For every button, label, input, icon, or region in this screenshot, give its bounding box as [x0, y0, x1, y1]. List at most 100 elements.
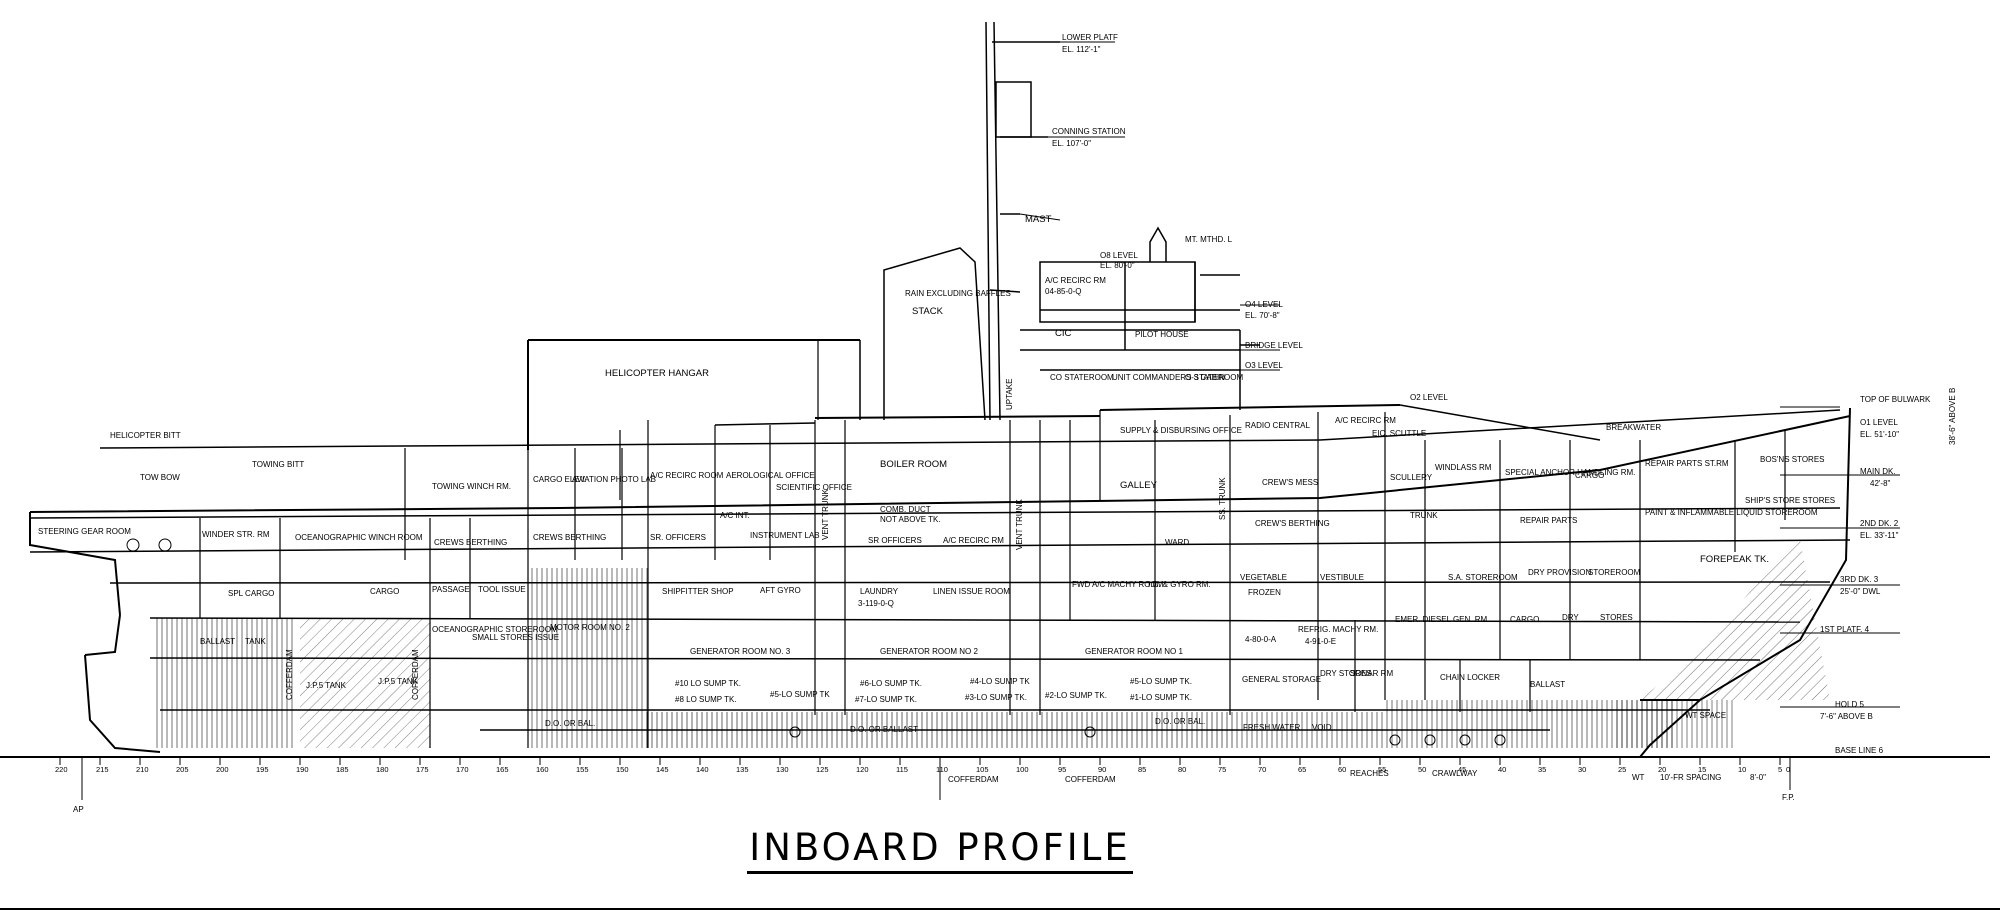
frame-number: 185 [336, 765, 349, 774]
label-scale-wt: WT [1632, 773, 1645, 782]
label-chain-locker: CHAIN LOCKER [1440, 673, 1500, 682]
label-aft-gyro: AFT GYRO [760, 586, 801, 595]
label-motor-room: MOTOR ROOM NO. 2 [550, 623, 630, 632]
label-refrig-machy: REFRIG. MACHY RM. [1298, 625, 1378, 634]
label-ac-recirc-rm: A/C RECIRC RM [1335, 416, 1396, 425]
label-ballast-aft: BALLAST [200, 637, 235, 646]
label-frozen-id: 4-80-0-A [1245, 635, 1277, 644]
label-dim-side: 38'-6" ABOVE B [1948, 388, 1957, 445]
label-linen-issue: LINEN ISSUE ROOM [933, 587, 1010, 596]
label-special-anchor: SPECIAL ANCHOR HANDLING RM. [1505, 468, 1635, 477]
label-o8-level-el: EL. 80'-0" [1100, 261, 1135, 270]
label-dry-stores: DRY [1562, 613, 1579, 622]
label-windlass-rm: WINDLASS RM [1435, 463, 1492, 472]
label-o1-level-el: EL. 51'-10" [1860, 430, 1899, 439]
frame-number: 180 [376, 765, 389, 774]
label-cargo-fwd: CARGO [1575, 471, 1604, 480]
label-towing-bitt: TOWING BITT [252, 460, 304, 469]
label-shipfitter-shop: SHIPFITTER SHOP [662, 587, 734, 596]
label-hold-el: 7'-6" ABOVE B [1820, 712, 1873, 721]
label-cargo-aft: CARGO [370, 587, 399, 596]
label-coffer-bottom-2: COFFERDAM [1065, 775, 1116, 784]
label-paint-storeroom: PAINT & INFLAMMABLE LIQUID STOREROOM [1645, 508, 1818, 517]
label-o2-level: O2 LEVEL [1410, 393, 1448, 402]
label-laundry-id: 3-119-0-Q [858, 599, 894, 608]
label-oceanographic-winch: OCEANOGRAPHIC WINCH ROOM [295, 533, 423, 542]
label-bridge-level: BRIDGE LEVEL [1245, 341, 1303, 350]
label-mast-head: MT. MTHD. L [1185, 235, 1233, 244]
frame-number: 85 [1138, 765, 1146, 774]
label-mast: MAST [1025, 214, 1052, 225]
label-ac-recirc-top: A/C RECIRC RM [1045, 276, 1106, 285]
label-uptake: UPTAKE [1005, 379, 1014, 410]
label-conning-station: CONNING STATION [1052, 127, 1126, 136]
label-crews-mess: CREW'S MESS [1262, 478, 1318, 487]
label-tow-bow: TOW BOW [140, 473, 180, 482]
label-ballast-fwd: BALLAST [1530, 680, 1565, 689]
label-oceanographic-stores: OCEANOGRAPHIC STOREROOM [432, 625, 558, 634]
label-gen-room-1: GENERATOR ROOM NO 1 [1085, 647, 1183, 656]
label-o4-level-el: EL. 70'-8" [1245, 311, 1280, 320]
frame-number: 40 [1498, 765, 1506, 774]
frame-number: 50 [1418, 765, 1426, 774]
label-comm-duct-id: NOT ABOVE TK. [880, 515, 941, 524]
frame-number: 70 [1258, 765, 1266, 774]
label-pilot-house: PILOT HOUSE [1135, 330, 1189, 339]
frame-number: 155 [576, 765, 589, 774]
frame-number: 100 [1016, 765, 1029, 774]
frame-number: 120 [856, 765, 869, 774]
label-emer-diesel: EMER. DIESEL GEN. RM [1395, 615, 1488, 624]
label-cargo-lower: CARGO [1510, 615, 1539, 624]
frame-ticks [59, 757, 1791, 800]
label-first-platf: 1ST PLATF. 4 [1820, 625, 1870, 634]
label-vent-trunk: VENT TRUNK [821, 489, 830, 540]
label-cofferdam: COFFERDAM [285, 649, 294, 700]
frame-number: 105 [976, 765, 989, 774]
label-second-dk-el: EL. 33'-11" [1860, 531, 1899, 540]
label-aerological-office: AEROLOGICAL OFFICE [726, 471, 815, 480]
frame-number: 140 [696, 765, 709, 774]
label-second-dk: 2ND DK. 2 [1860, 519, 1899, 528]
frame-number: 190 [296, 765, 309, 774]
frame-number: 10 [1738, 765, 1746, 774]
label-hold: HOLD 5 [1835, 700, 1864, 709]
label-general-storage: GENERAL STORAGE [1242, 675, 1321, 684]
deck-lines [29, 329, 1851, 731]
label-sonar-rm: SONAR RM [1350, 669, 1393, 678]
frame-number: 150 [616, 765, 629, 774]
label-frozen: FROZEN [1248, 588, 1281, 597]
label-gen-room-3: GENERATOR ROOM NO. 3 [690, 647, 791, 656]
label-tank: TANK [245, 637, 266, 646]
label-breakwater: BREAKWATER [1606, 423, 1661, 432]
frame-number: 205 [176, 765, 189, 774]
label-comm-duct: COMB. DUCT [880, 505, 931, 514]
frame-number: 35 [1538, 765, 1546, 774]
label-cargo-elev: CARGO ELEV. [533, 475, 587, 484]
label-helicopter-bitt: HELICOPTER BITT [110, 431, 181, 440]
frame-number: 110 [936, 765, 948, 774]
detail-circles [126, 538, 1506, 746]
frame-number: 125 [816, 765, 829, 774]
label-rain-baffles: RAIN EXCLUDING BAFFLES [905, 289, 1011, 298]
label-scientific-office: SCIENTIFIC OFFICE [776, 483, 852, 492]
label-storeroom: STOREROOM [1588, 568, 1641, 577]
label-scullery: SCULLERY [1390, 473, 1433, 482]
label-frame-spacing: 10'-FR SPACING [1660, 773, 1721, 782]
label-sr-officers-aft: SR. OFFICERS [650, 533, 706, 542]
frame-number: 95 [1058, 765, 1066, 774]
label-stack: STACK [912, 306, 944, 317]
label-gen-room-2: GENERATOR ROOM NO 2 [880, 647, 978, 656]
frame-number: 0 [1786, 765, 1790, 774]
page-title: INBOARD PROFILE [0, 826, 1880, 874]
frame-number: 20 [1658, 765, 1666, 774]
label-crews-berthing-fwd: CREW'S BERTHING [1255, 519, 1330, 528]
frame-number: 165 [496, 765, 509, 774]
label-dry-stores-small: DRY STORES [1320, 669, 1372, 678]
label-co-stateroom: CO STATEROOM [1050, 373, 1114, 382]
frame-number: 80 [1178, 765, 1186, 774]
label-helicopter-hangar: HELICOPTER HANGAR [605, 368, 709, 379]
frame-number: 195 [256, 765, 269, 774]
label-ac-intake: A/C INT. [720, 511, 750, 520]
label-vegetable: VEGETABLE [1240, 573, 1287, 582]
